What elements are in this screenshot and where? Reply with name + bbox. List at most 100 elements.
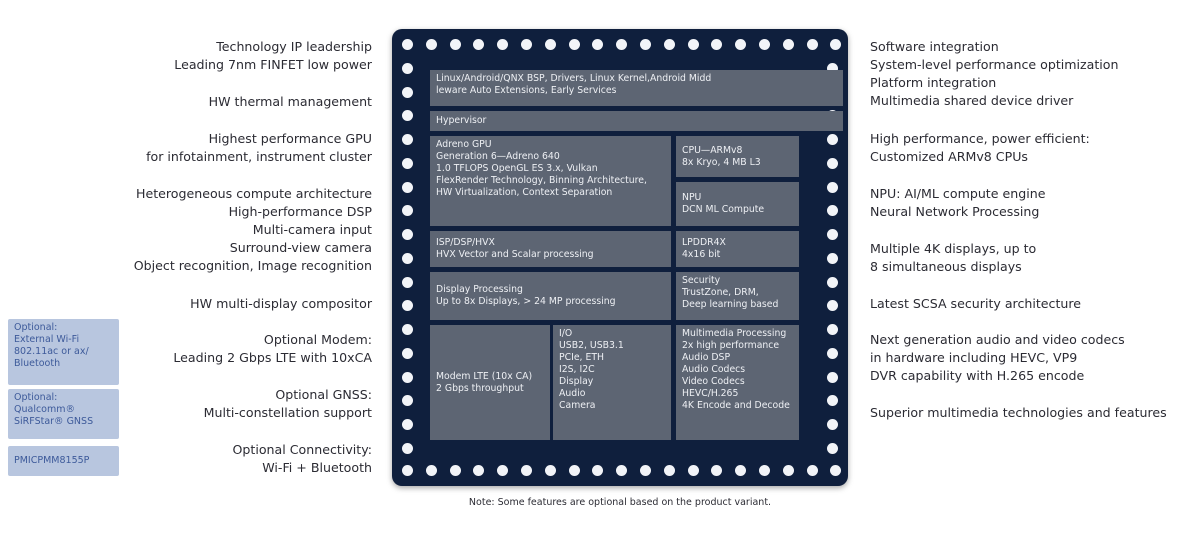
text-line: Multi-constellation support: [203, 405, 372, 420]
text-line: Platform integration: [870, 75, 997, 90]
pin-dot: [544, 465, 556, 476]
soc-chip-diagram: Linux/Android/QNX BSP, Drivers, Linux Ke…: [392, 29, 848, 486]
text-line: 2 Gbps throughput: [436, 382, 524, 394]
text-line: System-level performance optimization: [870, 57, 1119, 72]
text-line: HW thermal management: [208, 94, 372, 109]
pin-dot: [735, 465, 747, 476]
text-line: Optional:: [14, 392, 58, 403]
text-line: Multiple 4K displays, up to: [870, 241, 1037, 256]
right-label-multimedia: Superior multimedia technologies and fea…: [870, 404, 1167, 422]
text-line: 1.0 TFLOPS OpenGL ES 3.x, Vulkan: [436, 163, 598, 174]
footnote: Note: Some features are optional based o…: [468, 497, 772, 508]
pin-dot: [402, 395, 413, 407]
text-line: Superior multimedia technologies and fea…: [870, 405, 1167, 420]
text-line: NPU: [682, 192, 702, 203]
text-line: Multimedia Processing: [682, 328, 787, 339]
text-line: Audio DSP: [682, 352, 731, 363]
pin-dot: [827, 181, 838, 193]
pin-dot: [425, 39, 437, 50]
right-label-cpu: High performance, power efficient:Custom…: [870, 130, 1090, 166]
text-line: Bluetooth: [14, 358, 61, 369]
text-line: Audio: [559, 388, 586, 399]
left-label-display: HW multi-display compositor: [190, 295, 372, 313]
pin-dot: [592, 39, 604, 50]
option-box-gnss: Optional:Qualcomm®SiRFStar® GNSS: [8, 389, 119, 439]
pin-dot: [616, 465, 628, 476]
pin-dot: [782, 39, 794, 50]
pin-dot: [449, 39, 461, 50]
text-line: External Wi-Fi: [14, 334, 80, 345]
pin-dot: [402, 229, 413, 240]
text-line: HVX Vector and Scalar processing: [436, 249, 594, 260]
text-line: Video Codecs: [682, 376, 745, 387]
text-line: Up to 8x Displays, > 24 MP processing: [436, 296, 616, 307]
text-line: 8 simultaneous displays: [870, 259, 1022, 274]
text-line: Next generation audio and video codecs: [870, 332, 1125, 347]
text-line: Display Processing: [436, 284, 523, 295]
pin-dot: [521, 465, 532, 476]
right-label-displays: Multiple 4K displays, up to 8 simultaneou…: [870, 240, 1036, 276]
pin-dot: [402, 442, 413, 454]
pin-dot: [827, 157, 838, 169]
pin-dot: [640, 465, 651, 476]
pin-dot: [640, 39, 651, 50]
pin-dot: [830, 465, 842, 476]
text-line: 2x high performance: [682, 340, 780, 351]
text-line: Modem LTE (10x CA): [436, 370, 533, 382]
pin-dot: [402, 419, 413, 430]
pin-dot: [402, 181, 413, 193]
pin-dot: [425, 465, 437, 476]
pin-dot: [497, 39, 509, 50]
text-line: Linux/Android/QNX BSP, Drivers, Linux Ke…: [436, 73, 712, 84]
left-label-modem: Optional Modem: Leading 2 Gbps LTE with 1…: [173, 331, 372, 367]
text-line: Audio Codecs: [682, 364, 746, 375]
text-line: Optional GNSS:: [275, 387, 372, 402]
pin-dot: [402, 39, 413, 50]
pin-dot: [402, 62, 413, 74]
pin-dot: [663, 465, 675, 476]
option-box-pmic: PMICPMM8155P: [8, 446, 119, 476]
pin-dot: [449, 465, 461, 476]
pin-dot: [402, 252, 413, 264]
pin-dot: [827, 229, 838, 240]
pin-dot: [402, 134, 413, 145]
text-line: 8x Kryo, 4 MB L3: [682, 156, 761, 168]
text-line: High-performance DSP: [228, 204, 372, 219]
pin-dot: [402, 276, 413, 288]
pin-dot: [759, 39, 770, 50]
text-line: HW Virtualization, Context Separation: [436, 187, 613, 198]
text-line: Wi-Fi + Bluetooth: [262, 460, 372, 475]
text-line: PCIe, ETH: [559, 352, 605, 363]
pin-dot: [687, 465, 699, 476]
text-line: Leading 2 Gbps LTE with 10xCA: [173, 350, 372, 365]
pin-dot: [497, 465, 509, 476]
pin-dot: [830, 39, 842, 50]
text-line: NPU: AI/ML compute engine: [870, 186, 1046, 201]
text-line: Camera: [559, 400, 596, 411]
pin-dot: [568, 39, 580, 50]
text-line: Display: [559, 376, 594, 387]
text-line: Hypervisor: [436, 115, 487, 126]
pin-dot: [402, 157, 413, 169]
pin-dot: [827, 324, 838, 335]
pin-dot: [711, 39, 723, 50]
text-line: Optional Modem:: [263, 332, 372, 347]
pin-dot: [402, 371, 413, 383]
pin-dot: [473, 465, 485, 476]
pin-dot: [806, 39, 818, 50]
text-line: 4x16 bit: [682, 249, 721, 260]
pin-dot: [806, 465, 818, 476]
text-line: leware Auto Extensions, Early Services: [436, 85, 617, 96]
text-line: Heterogeneous compute architecture: [136, 186, 372, 201]
pin-dot: [827, 62, 838, 74]
text-line: Adreno GPU: [436, 139, 492, 150]
pin-dot: [402, 205, 413, 217]
pin-dot: [827, 300, 838, 312]
